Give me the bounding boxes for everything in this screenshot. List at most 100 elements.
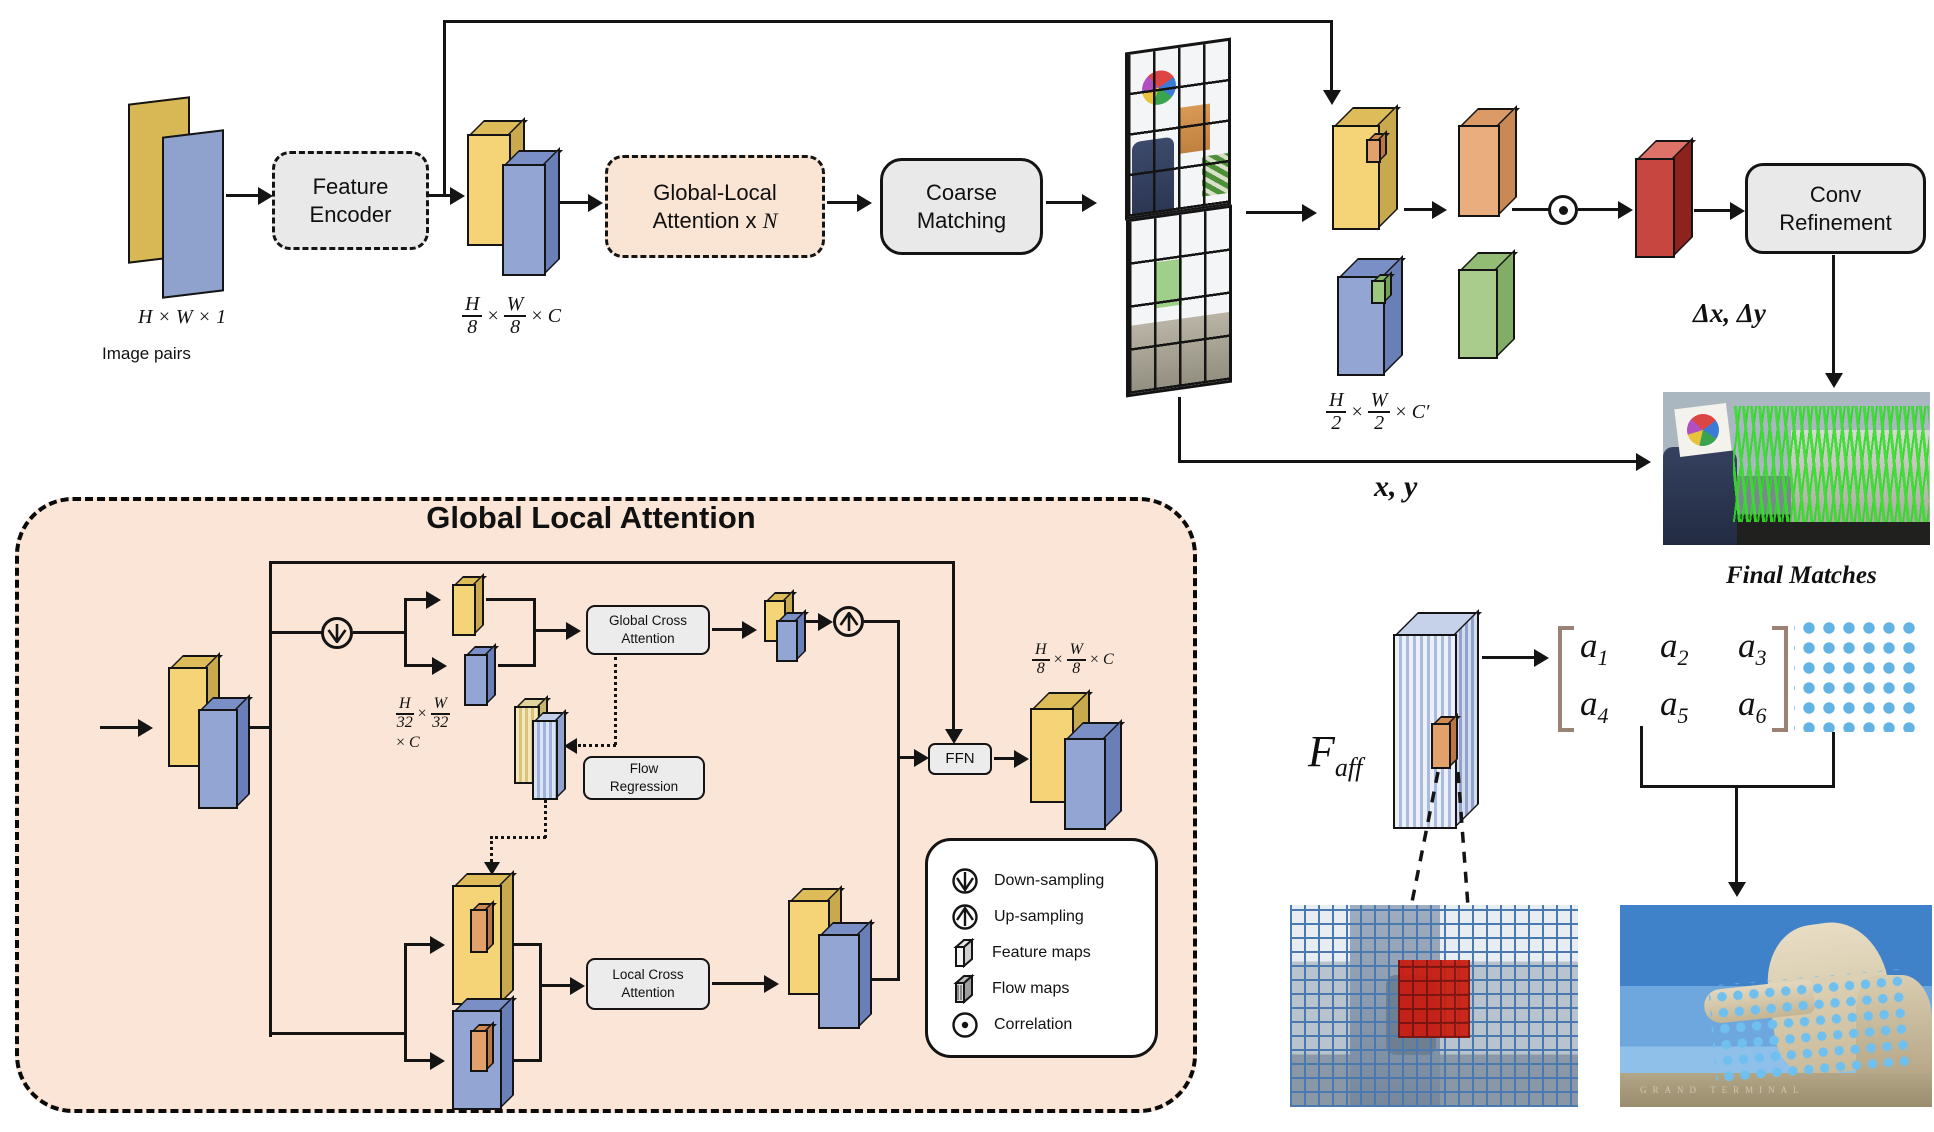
input-image-plane-blue — [162, 129, 224, 299]
brace-line — [1640, 726, 1643, 788]
dotted-flow-line — [614, 657, 617, 745]
arrowhead — [564, 737, 577, 754]
legend-item: Feature maps — [952, 937, 1155, 968]
arrowhead — [1082, 193, 1097, 212]
connector — [897, 756, 917, 759]
grid-overlay — [1129, 207, 1229, 395]
dotted-flow-line — [490, 836, 546, 839]
connector — [1482, 656, 1536, 659]
matrix-bracket-right — [1772, 626, 1788, 732]
arrowhead — [450, 186, 465, 205]
inner-skip-line — [952, 561, 955, 729]
trunk-line — [269, 561, 272, 1037]
connector — [226, 194, 260, 197]
connector — [1178, 460, 1638, 463]
branch-line — [404, 599, 407, 666]
matrix-cell: a2 — [1660, 626, 1689, 670]
arrowhead — [1322, 90, 1341, 105]
connector — [404, 1059, 432, 1062]
image-pairs-label: Image pairs — [102, 344, 191, 363]
match-dots-grid — [1794, 614, 1916, 732]
arrowhead — [1432, 200, 1447, 219]
matrix-bracket-left — [1558, 626, 1574, 732]
sign — [1674, 403, 1732, 457]
connector — [1832, 255, 1835, 373]
connector — [269, 1032, 406, 1035]
connector — [712, 982, 766, 985]
arrowhead — [138, 718, 153, 737]
arrowhead — [483, 862, 500, 875]
input-dims-label: H × W × 1 — [138, 306, 227, 328]
connector — [864, 620, 900, 623]
delta-xy-label: Δx, Δy — [1693, 298, 1766, 328]
connector — [1178, 397, 1181, 463]
arrowhead — [566, 621, 581, 640]
gla-title: Global Local Attention — [426, 500, 756, 535]
xy-label: x, y — [1374, 470, 1418, 503]
merge-line — [533, 598, 536, 667]
connector — [712, 628, 744, 631]
matrix-cell: a1 — [1580, 626, 1609, 670]
matrix-cell: a4 — [1580, 684, 1609, 728]
matrix-cell: a6 — [1738, 684, 1767, 728]
matrix-cell: a3 — [1738, 626, 1767, 670]
target-photo-statue: GRAND TERMINAL — [1620, 905, 1932, 1107]
connector — [498, 664, 536, 667]
connector — [269, 631, 322, 634]
arrowhead — [588, 193, 603, 212]
inner-skip-line — [269, 561, 955, 564]
connector — [1512, 208, 1550, 211]
connector — [1694, 209, 1732, 212]
correlation-icon — [952, 1011, 978, 1038]
arrowhead — [432, 656, 447, 675]
connector — [404, 598, 428, 601]
arrowhead — [1727, 882, 1746, 897]
arrowhead — [818, 612, 833, 631]
connector — [1735, 785, 1738, 883]
legend-item: Flow maps — [952, 973, 1155, 1004]
down-sampling-icon — [952, 867, 978, 894]
dotted-flow-line — [578, 744, 616, 747]
arrowhead — [764, 974, 779, 993]
matrix-cell: a5 — [1660, 684, 1689, 728]
legend-item: Correlation — [952, 1011, 1155, 1038]
correlation-icon — [1548, 195, 1578, 225]
connector — [806, 620, 820, 623]
arrowhead — [857, 193, 872, 212]
connector — [560, 201, 590, 204]
gridded-photo-capitol — [1126, 204, 1232, 398]
skip-connection-line — [443, 20, 446, 197]
gridded-photo-sign — [1125, 37, 1231, 221]
brace-line — [1832, 732, 1835, 788]
connector — [827, 201, 859, 204]
connector — [1046, 201, 1084, 204]
pinwheel-logo — [1685, 412, 1721, 448]
arrowhead — [1824, 373, 1843, 388]
merge-line — [539, 943, 542, 1062]
connector — [404, 664, 434, 667]
arrowhead — [1730, 201, 1745, 220]
connector — [533, 629, 568, 632]
connector — [514, 943, 542, 946]
grid-overlay — [1128, 40, 1228, 218]
f-aff-label: Faff — [1308, 727, 1363, 782]
arrowhead — [914, 748, 929, 767]
connector — [514, 1059, 542, 1062]
arrowhead — [258, 186, 273, 205]
arrowhead — [1014, 749, 1029, 768]
feature-maps-icon — [952, 937, 976, 968]
connector — [429, 194, 452, 197]
connector — [872, 978, 900, 981]
connector — [1246, 211, 1304, 214]
connector — [1404, 208, 1434, 211]
connector — [250, 726, 272, 729]
